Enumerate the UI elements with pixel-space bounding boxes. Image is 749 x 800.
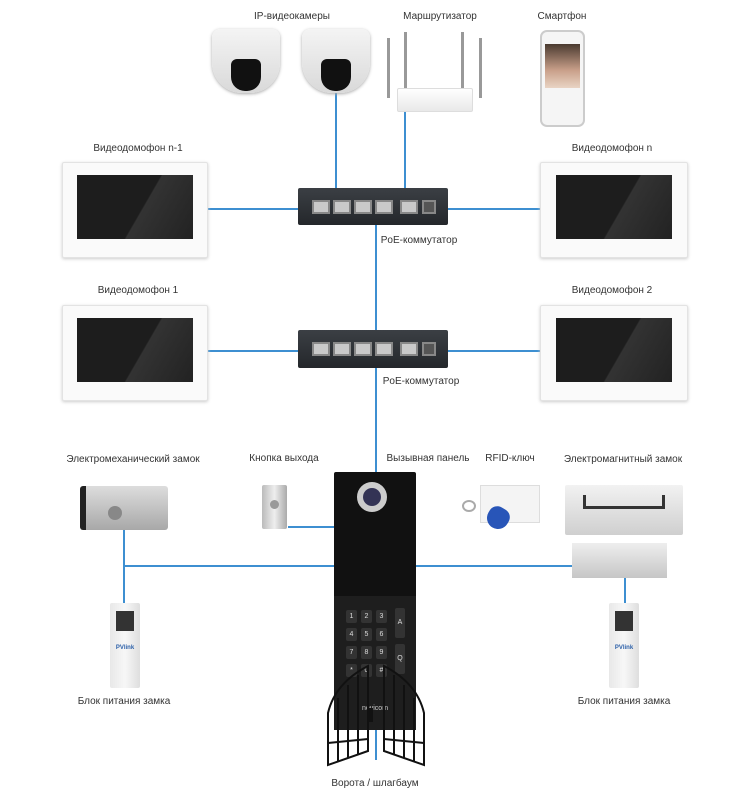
keypad-key: * [346, 664, 357, 677]
line-monitor-n [448, 208, 540, 210]
keypad-key: 6 [376, 628, 387, 641]
line-right-lock [624, 578, 626, 603]
keypad-key: 1 [346, 610, 357, 623]
keypad-key: 3 [376, 610, 387, 623]
monitor-1 [62, 305, 208, 401]
label-electromech-lock: Электромеханический замок [66, 454, 200, 465]
line-switch-switch [375, 225, 377, 330]
label-rfid-key: RFID-ключ [485, 453, 535, 464]
label-psu-left: Блок питания замка [77, 696, 171, 707]
keypad-side-key: A [395, 608, 405, 638]
smartphone [540, 30, 585, 127]
label-monitor-n: Видеодомофон n [571, 143, 653, 154]
label-psu-right: Блок питания замка [577, 696, 671, 707]
line-switch-panel [375, 368, 377, 472]
lock-psu-left: PVlink [110, 603, 140, 688]
keypad-key: 0 [361, 664, 372, 677]
exit-button [262, 485, 287, 529]
electromagnetic-lock-plate [572, 543, 667, 578]
gate-icon [327, 664, 425, 767]
label-switch-top: PoE-коммутатор [380, 235, 458, 246]
keypad-key: 2 [361, 610, 372, 623]
line-monitor-n1 [207, 208, 298, 210]
line-left-lock [123, 530, 125, 603]
label-switch-bottom: PoE-коммутатор [382, 376, 460, 387]
lock-psu-right: PVlink [609, 603, 639, 688]
line-router-switch [404, 112, 406, 188]
label-gate: Ворота / шлагбаум [331, 778, 419, 789]
label-electromag-lock: Электромагнитный замок [563, 454, 683, 465]
monitor-2 [540, 305, 688, 401]
label-call-panel: Вызывная панель [386, 453, 470, 464]
monitor-n [540, 162, 688, 258]
line-panel-gate [375, 730, 377, 760]
rfid-key [462, 485, 542, 545]
label-monitor-n-1: Видеодомофон n-1 [93, 143, 183, 154]
panel-brand: novicom [361, 705, 389, 712]
router [385, 30, 485, 114]
label-ip-cameras: IP-видеокамеры [254, 11, 330, 22]
line-right-bus [415, 565, 626, 567]
label-smartphone: Смартфон [537, 11, 587, 22]
keypad-key: 4 [346, 628, 357, 641]
poe-switch-top [298, 188, 448, 225]
keypad-key: 8 [361, 646, 372, 659]
electromechanical-lock [80, 486, 168, 530]
psu-brand: PVlink [115, 645, 135, 651]
camera-lens-icon [357, 482, 387, 512]
poe-switch-bottom [298, 330, 448, 368]
line-left-bus [124, 565, 335, 567]
label-exit-button: Кнопка выхода [249, 453, 319, 464]
line-monitor-2 [448, 350, 540, 352]
ip-camera-1 [212, 29, 280, 93]
keypad-side-key: Q [395, 644, 405, 674]
keypad-key: # [376, 664, 387, 677]
keypad-key: 7 [346, 646, 357, 659]
label-router: Маршрутизатор [403, 11, 477, 22]
keypad-key: 5 [361, 628, 372, 641]
electromagnetic-lock [565, 485, 683, 535]
monitor-n-1 [62, 162, 208, 258]
line-camera-switch [335, 92, 337, 188]
label-monitor-2: Видеодомофон 2 [571, 285, 653, 296]
ip-camera-2 [302, 29, 370, 93]
line-button-panel [288, 526, 335, 528]
keypad-key: 9 [376, 646, 387, 659]
psu-brand: PVlink [614, 645, 634, 651]
line-monitor-1 [207, 350, 298, 352]
label-monitor-1: Видеодомофон 1 [97, 285, 179, 296]
